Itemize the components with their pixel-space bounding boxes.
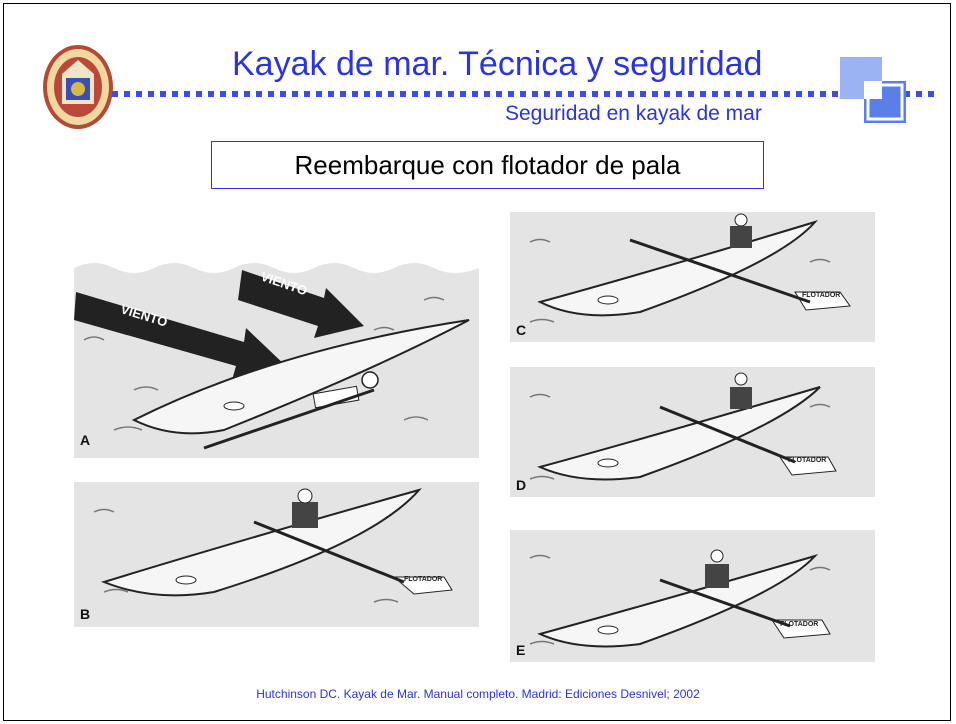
section-heading-box: Reembarque con flotador de pala bbox=[211, 141, 764, 189]
float-label-b: FLOTADOR bbox=[404, 576, 443, 583]
slide-frame bbox=[3, 3, 951, 721]
float-label-d: FLOTADOR bbox=[788, 457, 827, 464]
section-heading: Reembarque con flotador de pala bbox=[294, 149, 681, 180]
panel-label-a: A bbox=[80, 432, 91, 448]
citation-text: Hutchinson DC. Kayak de Mar. Manual comp… bbox=[256, 687, 700, 701]
float-label-e: FLOTADOR bbox=[780, 621, 819, 628]
slide-title: Kayak de mar. Técnica y seguridad bbox=[232, 45, 763, 83]
panel-label-e: E bbox=[516, 642, 526, 658]
illustration-panel-e: E FLOTADOR bbox=[510, 530, 875, 662]
float-label-c: FLOTADOR bbox=[802, 292, 841, 299]
illustration-panel-c: C FLOTADOR bbox=[510, 212, 875, 342]
university-seal-icon bbox=[43, 45, 113, 129]
illustration-panel-d: D FLOTADOR bbox=[510, 367, 875, 497]
illustration-panel-b: B FLOTADOR bbox=[74, 482, 479, 627]
squares-logo-icon bbox=[840, 57, 906, 123]
panel-label-d: D bbox=[516, 477, 527, 493]
dotted-rule bbox=[112, 90, 934, 98]
panel-label-b: B bbox=[80, 606, 91, 622]
slide-subtitle: Seguridad en kayak de mar bbox=[505, 102, 762, 125]
panel-label-c: C bbox=[516, 322, 527, 338]
illustration-panel-a: A VIENTO VIENTO bbox=[74, 240, 479, 458]
